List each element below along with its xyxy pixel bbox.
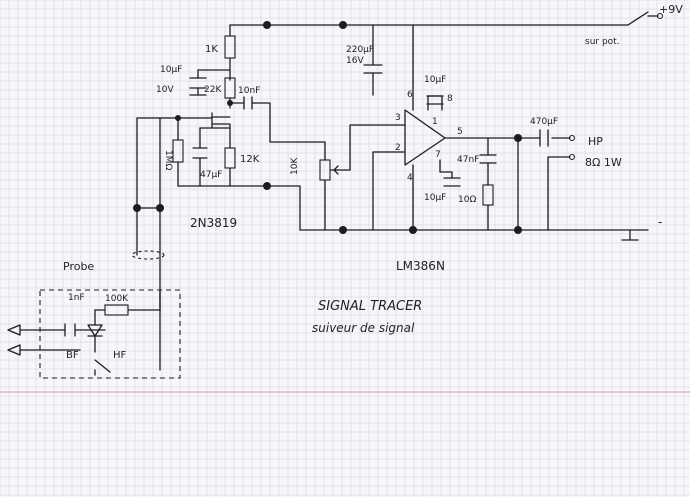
label-r-1k: 1K xyxy=(205,44,218,55)
pin-1: 1 xyxy=(432,117,438,127)
junction xyxy=(514,134,522,142)
label-r-10ohm: 10Ω xyxy=(458,195,476,205)
probe-bf-hf-switch xyxy=(19,349,111,373)
label-c-47uf: 47µF xyxy=(200,170,222,180)
pin-5: 5 xyxy=(457,127,463,137)
junction xyxy=(175,115,181,121)
ground-symbol xyxy=(621,229,639,241)
hp-terminal-negative xyxy=(568,153,576,161)
label-fet: 2N3819 xyxy=(190,216,237,230)
to-pot-wire xyxy=(269,127,326,153)
shield-marker xyxy=(131,250,165,260)
resistor-1m xyxy=(172,139,184,163)
label-probe-cap: 1nF xyxy=(68,293,85,303)
switch-label: sur pot. xyxy=(585,37,620,47)
title-sub: suiveur de signal xyxy=(312,321,415,335)
resistor-22k xyxy=(224,77,236,99)
title-main: SIGNAL TRACER xyxy=(318,299,422,314)
junction-dots xyxy=(133,21,522,234)
pin-2: 2 xyxy=(395,143,401,153)
resistor-10ohm xyxy=(482,184,494,206)
lm386-amplifier xyxy=(404,109,446,166)
pin-3: 3 xyxy=(395,113,401,123)
pot-wiper xyxy=(330,165,339,175)
pin-6: 6 xyxy=(407,90,413,100)
resistor-1k xyxy=(224,35,236,59)
label-c-47nf: 47nF xyxy=(457,155,479,165)
capacitor-220uf xyxy=(363,64,383,74)
capacitor-10nf xyxy=(243,96,253,110)
label-c-10uf-a-voltage: 10V xyxy=(156,85,174,95)
probe-cable-upper xyxy=(136,117,161,209)
junction xyxy=(263,21,271,29)
label-ic: LM386N xyxy=(396,259,445,273)
label-c-470uf: 470µF xyxy=(530,117,558,127)
label-r-22k: 22K xyxy=(204,85,222,95)
label-hp: HP xyxy=(588,135,603,148)
probe-signal-wire xyxy=(19,289,161,331)
capacitor-470uf xyxy=(539,129,549,147)
junction xyxy=(263,182,271,190)
probe-cable xyxy=(136,207,161,291)
junction xyxy=(514,226,522,234)
pin3-wire xyxy=(349,124,406,171)
capacitor-47nf xyxy=(479,154,497,164)
c10uf-lead xyxy=(197,69,231,79)
ground-label: - xyxy=(658,215,662,229)
label-c-220uf: 220µF xyxy=(346,45,374,55)
label-c-10uf-a: 10µF xyxy=(160,65,182,75)
probe-ground xyxy=(94,289,161,376)
junction xyxy=(227,100,233,106)
label-c-220uf-voltage: 16V xyxy=(346,56,364,66)
supply-switch xyxy=(627,11,649,26)
label-r-1m: 1MΩ xyxy=(163,150,173,170)
label-hf: HF xyxy=(113,350,127,361)
supply-terminal xyxy=(656,12,664,20)
pin7-wire xyxy=(439,159,453,179)
junction xyxy=(409,226,417,234)
resistor-12k xyxy=(224,147,236,169)
label-bf: BF xyxy=(66,350,79,361)
probe-capacitor-1nf xyxy=(64,323,76,337)
probe-tips xyxy=(7,324,21,356)
drain-coupling-wire xyxy=(229,102,271,129)
label-impedance: 8Ω 1W xyxy=(585,156,622,169)
hp-terminal-positive xyxy=(568,134,576,142)
hp-negative-lead xyxy=(547,156,571,231)
junction xyxy=(339,226,347,234)
junction xyxy=(339,21,347,29)
capacitor-10uf-b xyxy=(426,95,444,105)
junction xyxy=(156,204,164,212)
pin-4: 4 xyxy=(407,173,413,183)
capacitor-10uf-c xyxy=(443,177,461,187)
label-r-12k: 12K xyxy=(240,154,260,165)
label-pot-10k: 10K xyxy=(290,157,300,175)
supply-voltage-label: +9V xyxy=(659,3,683,16)
pin2-wire xyxy=(372,151,406,231)
pin-8: 8 xyxy=(447,94,453,104)
junction xyxy=(133,204,141,212)
capacitor-10uf-a xyxy=(189,77,207,89)
probe-resistor-100k xyxy=(104,304,129,316)
fet-leads xyxy=(211,116,231,139)
fet-ground-wire xyxy=(177,185,301,231)
pin-7: 7 xyxy=(435,150,441,160)
probe-housing xyxy=(39,289,181,379)
potentiometer-10k xyxy=(319,159,331,181)
label-probe-res: 100K xyxy=(105,294,129,304)
label-probe: Probe xyxy=(63,260,94,273)
label-c-10uf-c: 10µF xyxy=(424,193,446,203)
capacitor-47uf xyxy=(192,147,208,159)
label-c-10nf: 10nF xyxy=(238,86,260,96)
wires xyxy=(19,11,659,379)
label-c-10uf-b: 10µF xyxy=(424,75,446,85)
probe-diode xyxy=(87,324,103,337)
